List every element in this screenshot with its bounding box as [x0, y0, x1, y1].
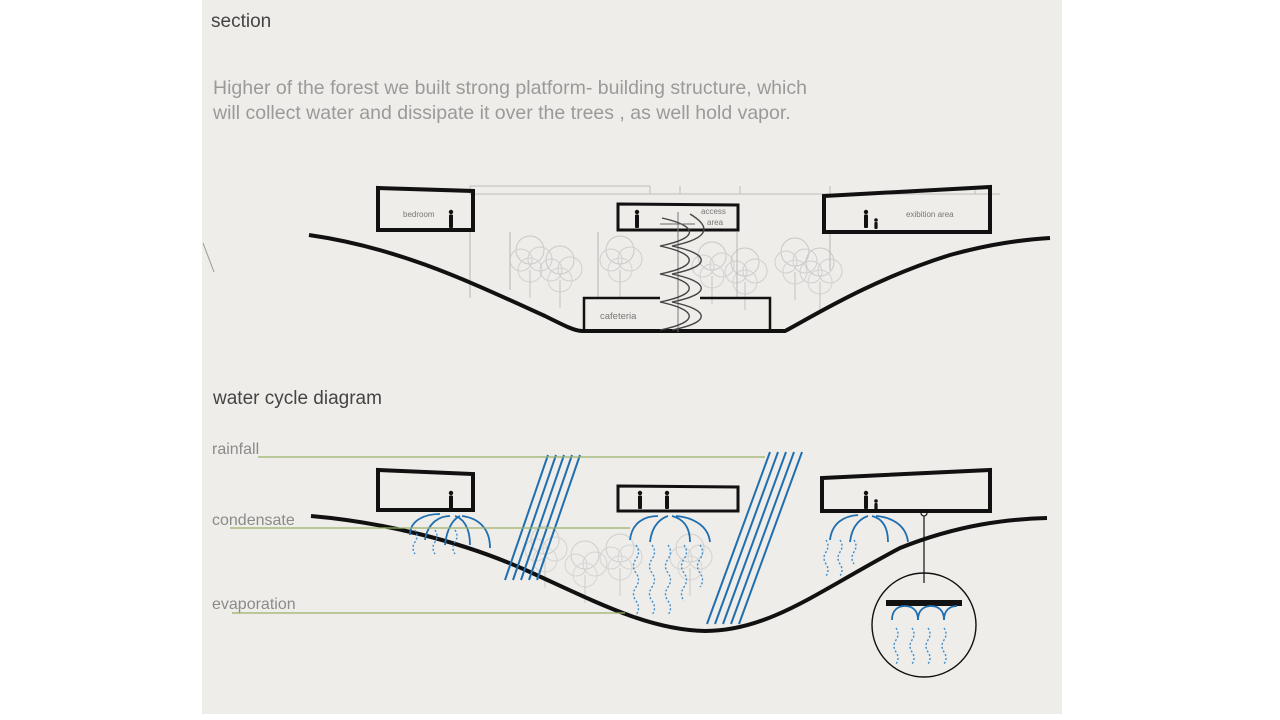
platform-bedroom [376, 185, 475, 232]
background-outline [469, 185, 1000, 195]
description-line-2: will collect water and dissipate it over… [213, 102, 791, 124]
label-evaporation: evaporation [212, 596, 296, 613]
description-line-1: Higher of the forest we built strong pla… [213, 77, 807, 99]
platform-access [616, 202, 740, 232]
person-figure [664, 490, 670, 509]
section-drawing: bedroom access area exibition area cafet… [308, 184, 1051, 333]
columns [469, 232, 831, 298]
drawing-sheet [202, 0, 1062, 714]
label-cafeteria: cafeteria [600, 311, 637, 322]
cycle-platform-left [376, 467, 475, 512]
section-description: Higher of the forest we built strong pla… [213, 76, 913, 126]
child-figure [874, 218, 878, 229]
cafeteria-box [582, 296, 772, 330]
detail-content [886, 600, 962, 665]
spiral-stair [659, 212, 705, 332]
condensate-arcs [409, 513, 909, 549]
water-cycle-drawing: rainfall condensate evaporation [212, 441, 1048, 678]
evaporation-waves [412, 529, 857, 616]
stray-line [202, 242, 215, 273]
person-figure [634, 209, 640, 228]
cycle-platform-middle [616, 484, 740, 513]
water-cycle-title: water cycle diagram [213, 388, 382, 409]
label-leaders [230, 456, 765, 614]
label-bedroom: bedroom [403, 210, 435, 219]
section-title: section [211, 11, 272, 32]
label-access-1: access [701, 207, 726, 216]
cycle-terrain [310, 514, 1048, 634]
detail-anchor [920, 509, 928, 517]
section-terrain [308, 233, 1051, 333]
label-access-2: area [707, 218, 724, 227]
person-figure [448, 209, 454, 228]
person-figure [448, 490, 454, 509]
label-rainfall: rainfall [212, 441, 259, 458]
person-figure [637, 490, 643, 509]
cycle-platform-right [820, 467, 992, 513]
person-figure [863, 490, 869, 509]
platform-exhibition [822, 184, 992, 234]
label-condensate: condensate [212, 512, 295, 529]
rainfall-streaks [504, 451, 803, 625]
child-figure [874, 499, 878, 510]
detail-circle [871, 572, 977, 678]
person-figure [863, 209, 869, 228]
cycle-trees [524, 525, 713, 604]
label-exhibition: exibition area [906, 210, 954, 219]
